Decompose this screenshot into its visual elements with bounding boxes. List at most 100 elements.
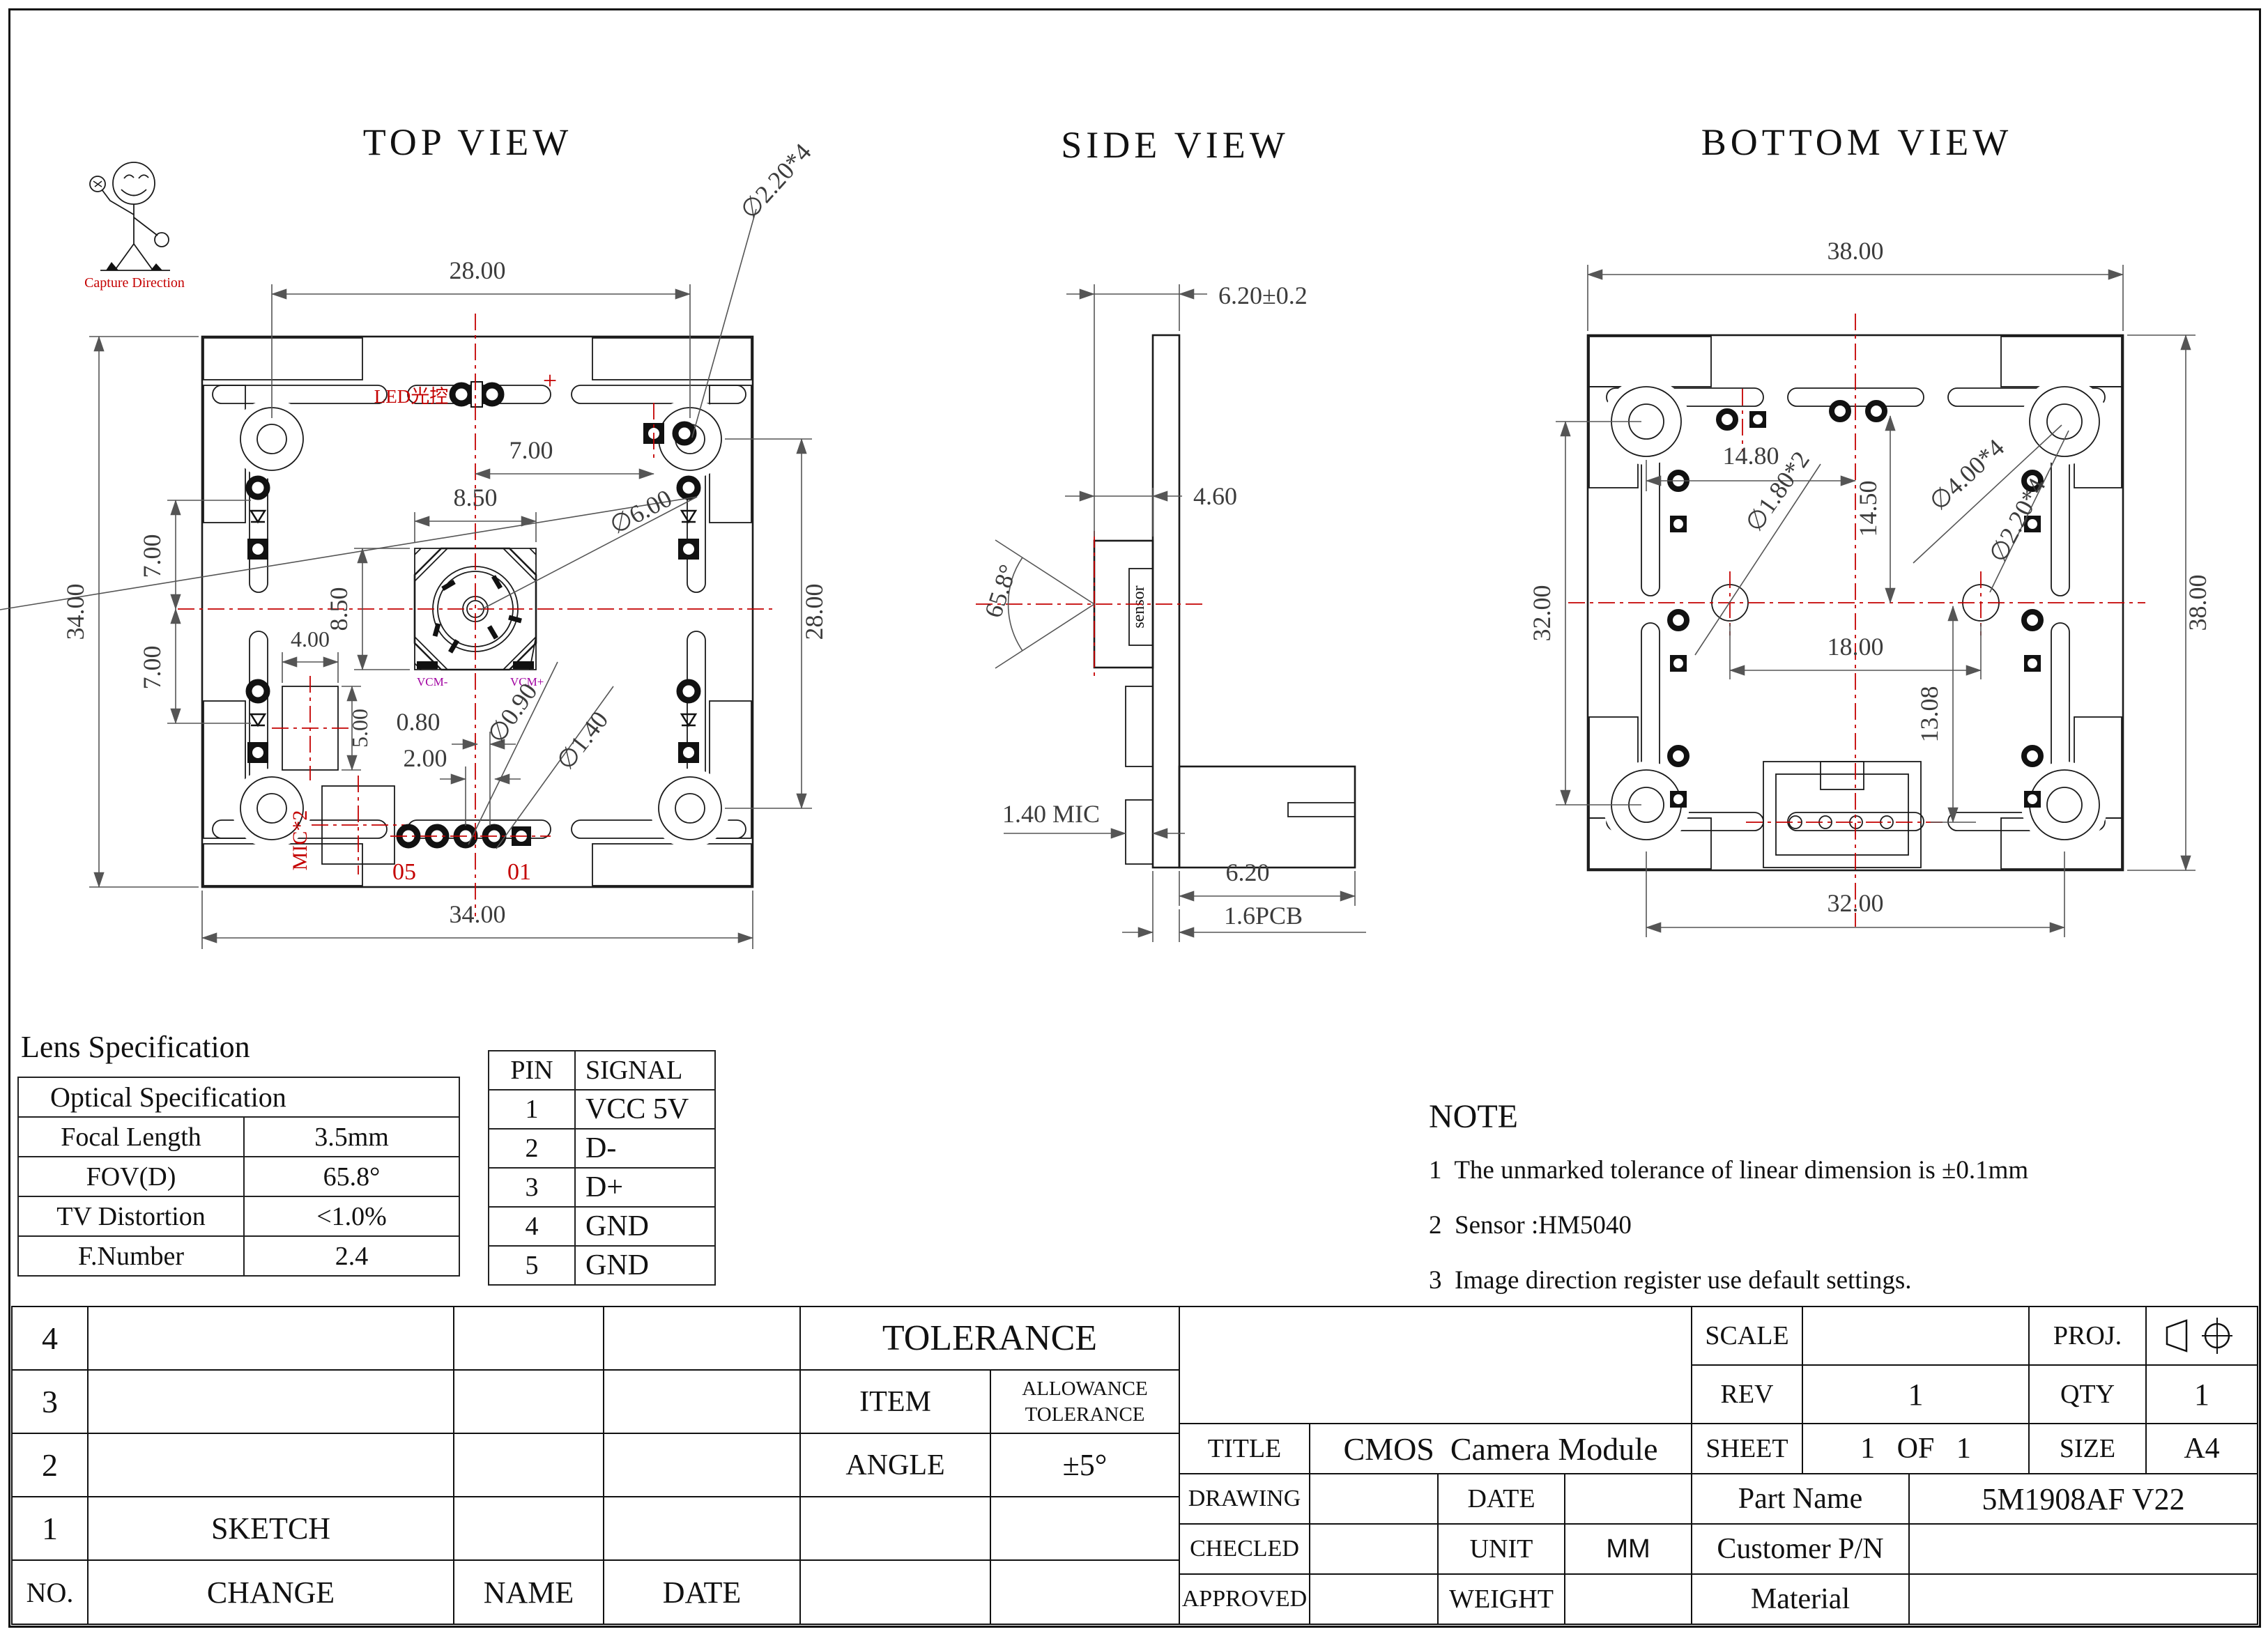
rev-label: REV (1692, 1366, 1803, 1424)
pin-number: 4 (488, 1206, 576, 1247)
signal-header: SIGNAL (574, 1050, 716, 1090)
lens-spec-header: Optical Specification (17, 1077, 460, 1118)
svg-text:∅0.90: ∅0.90 (482, 678, 543, 748)
spec-label: Focal Length (17, 1116, 245, 1157)
svg-text:1.40 MIC: 1.40 MIC (1002, 800, 1100, 828)
svg-text:7.00: 7.00 (509, 436, 553, 464)
svg-text:38.00: 38.00 (1828, 237, 1884, 265)
led-label: LED光控 (374, 386, 448, 407)
side-dimensions: 6.20±0.2 4.60 1.40 MIC 6.20 1.6PCB (1002, 282, 1366, 942)
sensor-label: sensor (1130, 585, 1148, 628)
drawing-label: DRAWING (1180, 1474, 1310, 1525)
top-components: LED光控 + (245, 367, 701, 763)
bottom-view-title: BOTTOM VIEW (1701, 121, 2012, 163)
page-border (8, 8, 2261, 1628)
weight-label: WEIGHT (1439, 1575, 1565, 1625)
rev-row-1: 1 (13, 1497, 89, 1561)
pin01-label: 01 (507, 859, 531, 885)
unit-value: MM (1565, 1525, 1692, 1575)
top-mounting-holes (232, 399, 730, 848)
pin-signal: GND (574, 1206, 716, 1247)
no-label: NO. (13, 1561, 89, 1625)
rev-value: 1 (1803, 1366, 2030, 1424)
svg-text:8.50: 8.50 (454, 484, 498, 511)
note-item-3: 3 Image direction register use default s… (1429, 1266, 1912, 1295)
lens-assembly: VCM- VCM+ (413, 547, 544, 688)
projection-symbol (2147, 1307, 2258, 1366)
mic-blocks: MIC*2 (272, 676, 405, 874)
svg-text:13.08: 13.08 (1915, 686, 1943, 743)
sheet-value: 1 OF 1 (1803, 1424, 2030, 1474)
spec-label: F.Number (17, 1235, 245, 1277)
tolerance-header: TOLERANCE (801, 1307, 1180, 1371)
svg-text:32.00: 32.00 (1828, 889, 1884, 917)
side-view-title: SIDE VIEW (1061, 124, 1289, 166)
rev-row-4: 4 (13, 1307, 89, 1371)
svg-text:14.50: 14.50 (1854, 481, 1882, 537)
lens-spec-heading: Lens Specification (21, 1030, 250, 1064)
svg-text:5.00: 5.00 (347, 709, 372, 748)
qty-label: QTY (2030, 1366, 2147, 1424)
svg-text:7.00: 7.00 (138, 646, 166, 690)
spec-value: <1.0% (243, 1196, 460, 1237)
pin05-label: 05 (392, 859, 416, 885)
mic2-label: MIC*2 (289, 810, 312, 871)
vcm-minus-label: VCM- (417, 675, 448, 688)
note-item-2: 2 Sensor :HM5040 (1429, 1211, 1632, 1240)
sheet-label: SHEET (1692, 1424, 1803, 1474)
spec-value: 65.8° (243, 1156, 460, 1197)
proj-label: PROJ. (2030, 1307, 2147, 1366)
plus-mark: + (543, 367, 557, 394)
svg-text:6.20: 6.20 (1226, 858, 1270, 886)
item-label: ITEM (801, 1371, 991, 1434)
svg-text:1.6PCB: 1.6PCB (1224, 902, 1303, 930)
scale-label: SCALE (1692, 1307, 1803, 1366)
svg-text:28.00: 28.00 (800, 584, 828, 640)
svg-text:0.80: 0.80 (397, 708, 440, 736)
size-value: A4 (2147, 1424, 2258, 1474)
logo: Capture Direction (84, 162, 185, 291)
svg-text:4.60: 4.60 (1193, 482, 1237, 510)
change-label: CHANGE (89, 1561, 454, 1625)
date-label2: DATE (1439, 1474, 1565, 1525)
date-label: DATE (604, 1561, 801, 1625)
title-label: TITLE (1180, 1424, 1310, 1474)
logo-brand: Capture Direction (84, 275, 185, 291)
rev-row-2: 2 (13, 1434, 89, 1497)
svg-text:∅6.00: ∅6.00 (605, 484, 676, 540)
bottom-connector (1746, 761, 1945, 868)
pin-signal: D- (574, 1128, 716, 1169)
svg-text:∅4.00*4: ∅4.00*4 (1924, 433, 2010, 516)
svg-text:8.50: 8.50 (325, 587, 353, 631)
note-item-1: 1 The unmarked tolerance of linear dimen… (1429, 1156, 2029, 1185)
checked-label: CHECLED (1180, 1525, 1310, 1575)
svg-text:34.00: 34.00 (450, 900, 506, 928)
top-pin-row: 05 01 (390, 824, 551, 885)
note-heading: NOTE (1429, 1098, 1518, 1135)
pin-signal: GND (574, 1245, 716, 1286)
pin-signal: VCC 5V (574, 1089, 716, 1130)
note-section: NOTE 1 The unmarked tolerance of linear … (1429, 1097, 2028, 1295)
bottom-view: 38.00 14.80 14.50 ∅4.00*4 ∅2.20*4 ∅1.80*… (1528, 237, 2212, 937)
part-name-label: Part Name (1692, 1474, 1910, 1525)
title-value: CMOS Camera Module (1310, 1424, 1692, 1474)
spec-label: FOV(D) (17, 1156, 245, 1197)
top-view-title: TOP VIEW (363, 121, 573, 163)
spec-value: 3.5mm (243, 1116, 460, 1157)
angle-label: ANGLE (801, 1434, 991, 1497)
approved-label: APPROVED (1180, 1575, 1310, 1625)
material-label: Material (1692, 1575, 1910, 1625)
svg-text:7.00: 7.00 (138, 534, 166, 578)
fov-label: 65.8° (979, 561, 1022, 621)
svg-text:2.00: 2.00 (404, 744, 447, 772)
title-block: 4 3 2 1 SKETCH NO. CHANGE NAME DATE TOLE… (11, 1306, 2258, 1625)
svg-text:∅2.20*4: ∅2.20*4 (735, 138, 817, 224)
pin-number: 1 (488, 1089, 576, 1130)
sketch-cell: SKETCH (89, 1497, 454, 1561)
pin-number: 5 (488, 1245, 576, 1286)
svg-text:38.00: 38.00 (2184, 575, 2212, 631)
svg-text:6.20±0.2: 6.20±0.2 (1218, 282, 1308, 309)
